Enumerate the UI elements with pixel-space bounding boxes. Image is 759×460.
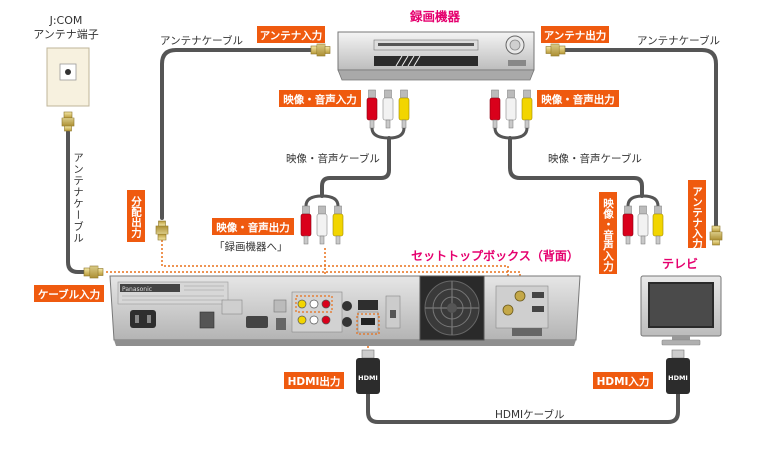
stb-title: セットトップボックス（背面）: [411, 248, 579, 263]
antenna-cable-right-label: アンテナケーブル: [637, 34, 720, 47]
cable-recorder-ant-in-to-distribution-out: [160, 48, 316, 220]
recorder-device: [337, 31, 535, 81]
cable-jcom-to-stb: [66, 130, 88, 274]
cable-av-right: [508, 136, 644, 198]
badge-recorder-av-out: 映像・音声出力: [541, 93, 615, 106]
set-top-box-rear: Panasonic: [109, 275, 581, 346]
badge-tv-av-in: 映像・音声入力: [602, 197, 614, 272]
badges: アンテナ入力 アンテナ出力 映像・音声入力 映像・音声出力 分配出力 映像・音声…: [34, 26, 706, 389]
badge-hdmi-in: HDMI入力: [597, 375, 650, 388]
av-cable-right-label: 映像・音声ケーブル: [548, 152, 642, 165]
hdmi-cable-label: HDMIケーブル: [495, 408, 565, 421]
tv-device: [640, 275, 722, 346]
cable-recorder-ant-out-to-tv: [560, 48, 718, 230]
badge-stb-av-out: 映像・音声出力: [216, 221, 290, 234]
stb-av-out-plugs-icon: [300, 194, 344, 245]
cables: [66, 48, 718, 424]
stb-hdmi-plug-text: HDMI: [358, 374, 378, 382]
recorder-title: 録画機器: [410, 9, 461, 24]
badge-tv-antenna-in: アンテナ入力: [691, 186, 703, 250]
tv-hdmi-plug-icon: HDMI: [666, 349, 690, 394]
stb-brand-text: Panasonic: [122, 286, 152, 293]
badge-cable-in: ケーブル入力: [38, 288, 100, 301]
recorder-antenna-out-plug-icon: [545, 43, 566, 57]
antenna-cable-left-label: アンテナケーブル: [160, 34, 243, 47]
tv-antenna-in-plug-icon: [709, 225, 723, 246]
recorder-antenna-in-plug-icon: [310, 43, 331, 57]
jcom-terminal-label: アンテナ端子: [33, 28, 99, 41]
badge-distribution-out: 分配出力: [130, 195, 142, 239]
jcom-f-connector-icon: [61, 111, 75, 132]
av-cable-left-label: 映像・音声ケーブル: [286, 152, 380, 165]
badge-recorder-antenna-in: アンテナ入力: [260, 29, 323, 42]
tv-hdmi-plug-text: HDMI: [668, 374, 688, 382]
stb-distribution-out-plug-icon: [155, 220, 169, 241]
cable-av-left: [320, 136, 391, 198]
badge-recorder-av-in: 映像・音声入力: [283, 93, 357, 106]
tv-title: テレビ: [662, 256, 698, 271]
recorder-av-out-plugs-icon: [489, 89, 533, 140]
recorder-av-in-plugs-icon: [366, 89, 410, 140]
jcom-wall-outlet: [46, 47, 90, 107]
badge-hdmi-out: HDMI出力: [288, 375, 341, 388]
to-recorder-label: 「録画機器へ」: [214, 240, 288, 253]
cable-hdmi: [366, 392, 680, 424]
antenna-cable-vertical-label: アンテナケーブル: [72, 152, 84, 244]
badge-recorder-antenna-out: アンテナ出力: [544, 29, 607, 42]
stb-cable-in-plug-icon: [83, 265, 104, 279]
tv-av-in-plugs-icon: [622, 194, 664, 245]
jcom-label: J:COM: [49, 14, 83, 27]
stb-hdmi-plug-icon: HDMI: [356, 349, 380, 394]
